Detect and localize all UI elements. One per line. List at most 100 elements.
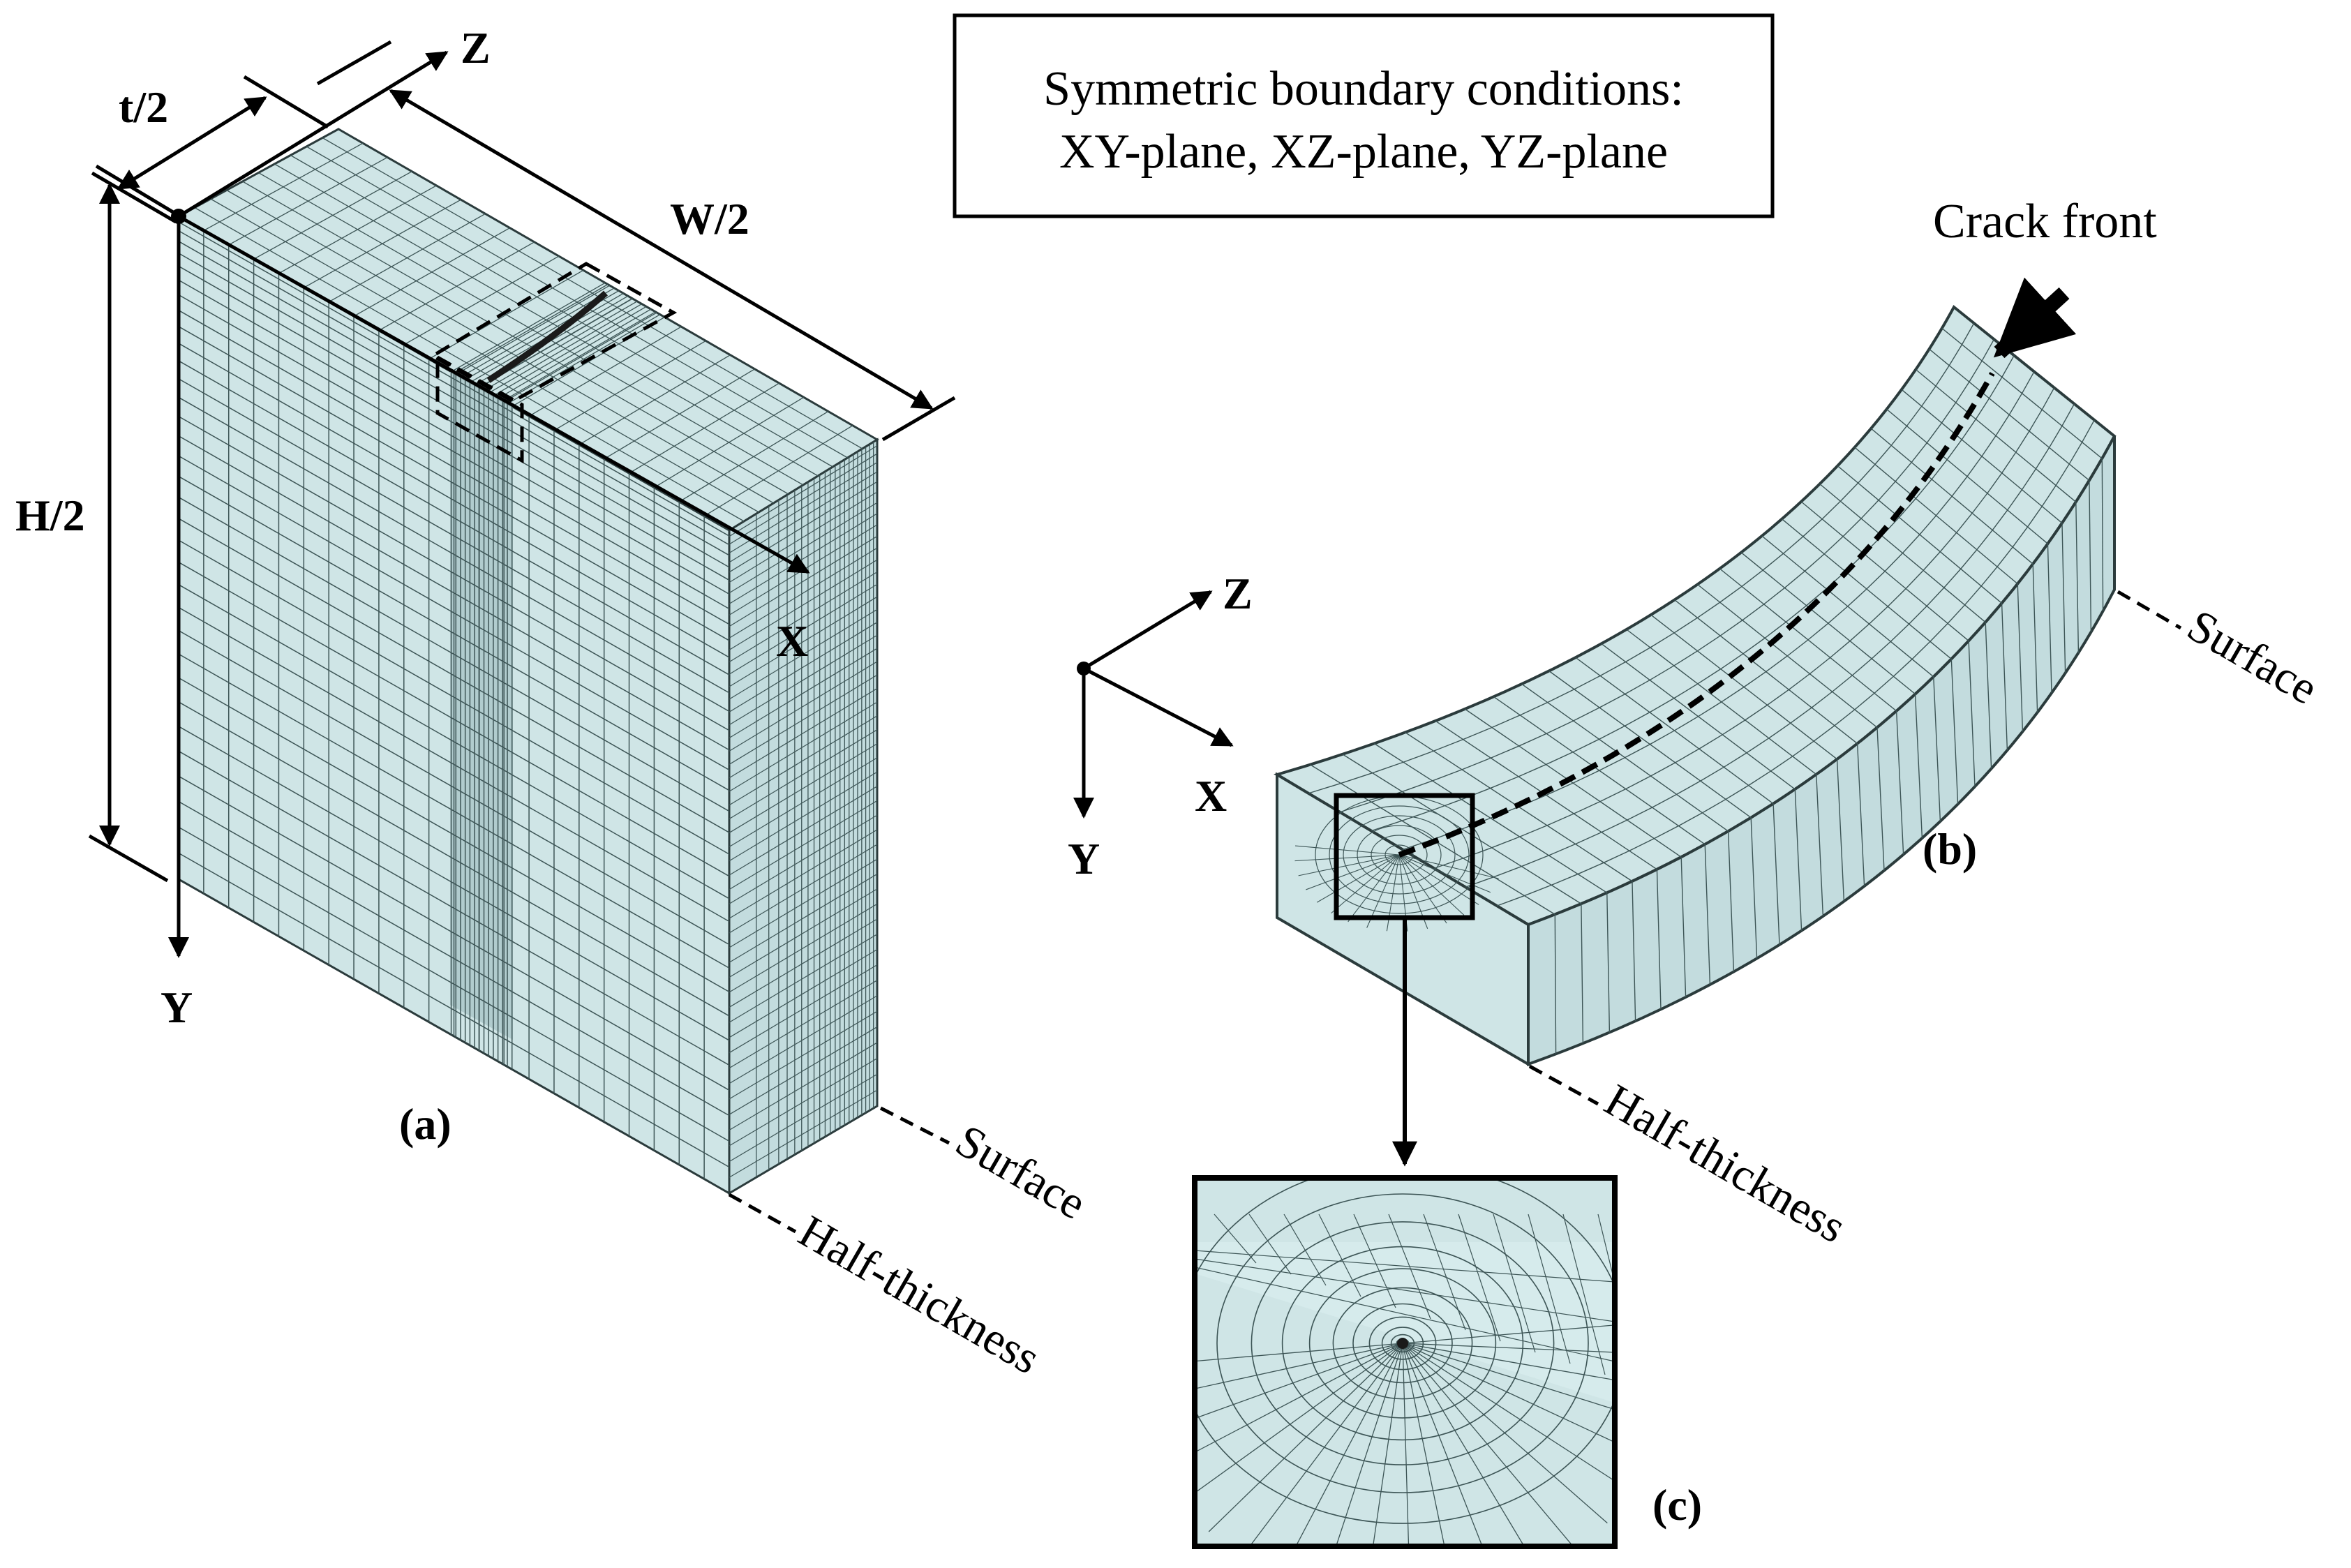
side-mesh-row: [729, 572, 878, 663]
segment-mesh-vertical: [1895, 710, 1904, 855]
zoom-crack-tip: [1397, 1338, 1408, 1349]
dim-h-tick2: [88, 834, 169, 883]
zoom-top-line: [1283, 1214, 1327, 1286]
dim-h-label: H/2: [15, 491, 85, 540]
side-mesh-row: [729, 491, 878, 583]
panel-b-segment: Crack front (b) Surface Half-thickness: [1274, 195, 2327, 1253]
front-mesh-row: [178, 584, 730, 899]
dim-t-tick1: [95, 164, 181, 218]
crack-front-label: Crack front: [1933, 195, 2157, 248]
crack-tip-ray: [1348, 854, 1400, 923]
crack-tip-ring: [1371, 835, 1428, 875]
segment-mesh-row: [1496, 419, 2095, 906]
dim-t-label: t/2: [119, 82, 168, 132]
front-mesh-row: [178, 455, 730, 771]
segment-mesh-vertical: [2017, 583, 2024, 732]
side-mesh-row: [729, 949, 878, 1038]
side-mesh-row: [729, 648, 878, 738]
zoom-top-line: [1248, 1214, 1292, 1275]
refined-mesh-band: [450, 370, 513, 1040]
side-mesh-row: [729, 559, 878, 650]
crack-tip-ray: [1398, 854, 1499, 879]
panel-c-zoom: (c): [1192, 1175, 1702, 1549]
zoom-ray: [1195, 1343, 1403, 1362]
front-face-mesh: [178, 221, 730, 1179]
surface-leader-a: [879, 1106, 950, 1145]
zoom-ray: [1402, 1343, 1615, 1353]
front-mesh-row: [178, 435, 730, 751]
axis-b-origin: [1077, 662, 1091, 675]
side-mesh-row: [729, 858, 878, 948]
axis-b-x-label: X: [1195, 771, 1227, 821]
front-mesh-row: [178, 775, 730, 1091]
zoom-ring: [1281, 1246, 1524, 1441]
front-mesh-row: [178, 653, 730, 969]
crack-tip-ray: [1331, 854, 1400, 914]
side-mesh-row: [729, 918, 878, 1008]
side-mesh-row: [729, 934, 878, 1023]
side-mesh-row: [729, 829, 878, 919]
side-mesh-row: [729, 729, 878, 820]
zoom-top-line: [1353, 1214, 1396, 1308]
front-mesh-row: [178, 294, 730, 610]
crack-tip-ray: [1316, 854, 1400, 903]
segment-mesh-vertical: [1656, 869, 1662, 1010]
dim-w-label: W/2: [670, 194, 749, 244]
segment-mesh-vertical: [1914, 694, 1923, 839]
zoom-ray: [1195, 1343, 1403, 1389]
front-mesh-row: [178, 253, 730, 568]
crack-tip-ray: [1398, 854, 1447, 924]
front-mesh-row: [178, 378, 730, 694]
dimensions-a: t/2 W/2 H/2: [15, 40, 956, 883]
zoom-ray: [1208, 1343, 1403, 1532]
dim-t-tick2: [243, 75, 329, 129]
dim-w-arrow: [389, 89, 934, 410]
front-mesh-row: [178, 800, 730, 1117]
front-mesh-row: [178, 396, 730, 712]
zoom-top-line: [1597, 1214, 1615, 1285]
zoom-ray: [1402, 1324, 1615, 1344]
segment-mesh-vertical: [1632, 881, 1636, 1022]
zoom-ring: [1368, 1316, 1437, 1371]
half-thickness-leader-a: [728, 1193, 797, 1234]
side-mesh-row: [729, 873, 878, 963]
side-mesh-row: [729, 535, 878, 627]
segment-mesh-vertical: [1856, 743, 1865, 886]
segment-mesh-vertical: [1680, 857, 1687, 998]
front-mesh-row: [178, 360, 730, 675]
side-mesh-row: [729, 596, 878, 687]
zoom-ray: [1195, 1343, 1403, 1419]
crack-tip-ring: [1329, 805, 1470, 904]
dim-w-tick1: [316, 40, 392, 86]
side-mesh-row: [729, 1042, 878, 1131]
front-mesh-row: [178, 701, 730, 1017]
front-mesh-row: [178, 496, 730, 812]
side-mesh-row: [729, 1010, 878, 1100]
axis-a-y-label: Y: [161, 983, 193, 1032]
front-mesh-row: [178, 726, 730, 1041]
side-mesh-row: [729, 1073, 878, 1163]
front-mesh-row: [178, 852, 730, 1168]
segment-mesh-row: [1371, 355, 2015, 832]
zoom-ray: [1402, 1343, 1483, 1546]
side-mesh-row: [729, 661, 878, 752]
zoom-top-line: [1493, 1214, 1536, 1353]
front-mesh-row: [178, 416, 730, 731]
zoom-ring: [1251, 1221, 1555, 1465]
zoom-ray: [1402, 1343, 1410, 1546]
front-mesh-row: [178, 629, 730, 946]
crack-tip-ring: [1357, 825, 1442, 885]
side-mesh-row: [729, 547, 878, 639]
zoom-ray: [1195, 1343, 1403, 1453]
crack-tip-ray: [1398, 854, 1465, 916]
crack-tip-ring: [1343, 815, 1456, 895]
segment-mesh-vertical: [1876, 727, 1885, 871]
side-mesh-row: [729, 674, 878, 765]
segment-mesh-vertical: [1816, 774, 1824, 917]
axis-b-x: [1082, 666, 1234, 747]
dim-t-arrow: [117, 96, 267, 191]
side-mesh-row: [729, 1089, 878, 1178]
side-mesh-row: [729, 1058, 878, 1147]
axis-b-z-label: Z: [1223, 569, 1253, 618]
segment-mesh-row: [1433, 387, 2055, 869]
